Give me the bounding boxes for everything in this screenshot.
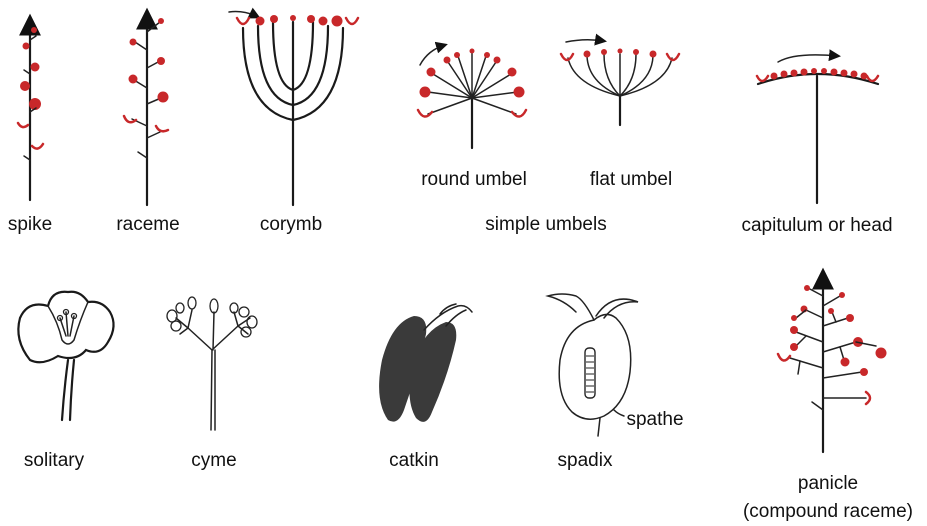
cyme-drawing — [167, 297, 257, 430]
panicle-drawing — [778, 272, 887, 452]
label-panicle: panicle — [798, 474, 858, 493]
capitulum-drawing — [757, 55, 878, 203]
label-capitulum: capitulum or head — [741, 216, 892, 235]
catkin-drawing — [379, 304, 472, 422]
label-catkin: catkin — [389, 451, 439, 470]
label-cyme: cyme — [191, 451, 236, 470]
label-panicle-subtitle: (compound raceme) — [743, 502, 913, 521]
solitary-drawing — [18, 292, 113, 420]
label-spathe: spathe — [626, 410, 683, 429]
raceme-drawing — [124, 12, 169, 205]
label-solitary: solitary — [24, 451, 84, 470]
label-spike: spike — [8, 215, 52, 234]
spike-drawing — [18, 18, 43, 200]
label-simple-umbels: simple umbels — [485, 215, 606, 234]
label-spadix: spadix — [558, 451, 613, 470]
label-round-umbel: round umbel — [421, 170, 527, 189]
corymb-drawing — [229, 12, 358, 205]
spadix-drawing — [548, 294, 638, 436]
round-umbel-drawing — [418, 45, 526, 148]
flat-umbel-drawing — [561, 40, 679, 125]
label-corymb: corymb — [260, 215, 322, 234]
label-raceme: raceme — [116, 215, 179, 234]
label-flat-umbel: flat umbel — [590, 170, 672, 189]
